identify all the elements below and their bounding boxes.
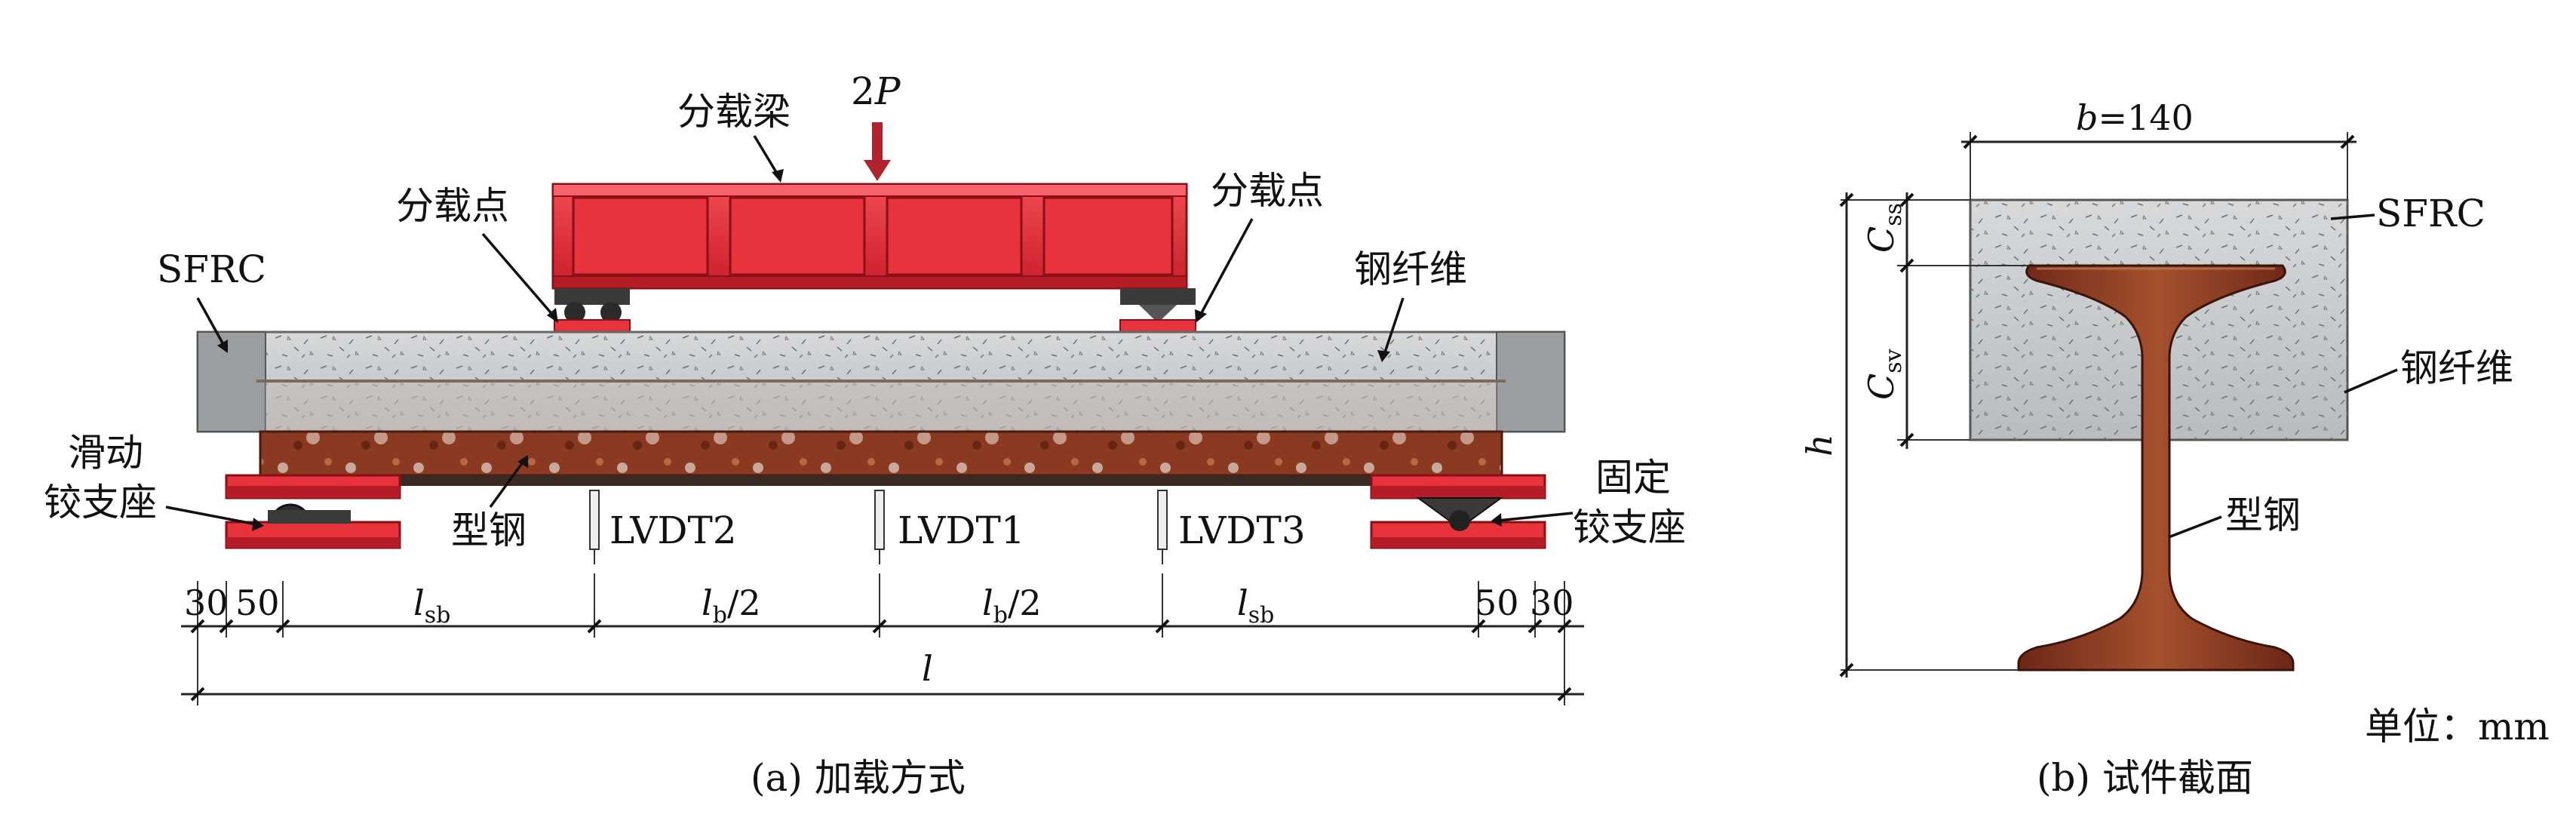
sfrc-label-a: SFRC — [157, 247, 266, 291]
dim-lb-half-left: lb/2 — [702, 582, 761, 629]
load-point-right-leader — [1198, 218, 1254, 318]
roller-support-label-2: 铰支座 — [44, 481, 157, 524]
lvdt2-gauge — [589, 490, 600, 564]
steel-section-leader-b — [2168, 515, 2222, 539]
lvdt3-gauge — [1157, 490, 1168, 564]
steel-section-label-a: 型钢 — [451, 509, 527, 552]
pin-support-arrowhead — [1491, 513, 1502, 527]
panel-b-cross-section: b=140 Css Csv h SFRC 钢纤维 型钢 (b) 试件截面 — [1799, 97, 2513, 800]
width-dimension — [1961, 132, 2356, 200]
dim-l-total: l — [922, 648, 933, 689]
roller-support-label-1: 滑动 — [68, 431, 143, 475]
dim-30-right: 30 — [1530, 582, 1574, 623]
panel-a-loading-setup: 2P — [44, 69, 1686, 800]
dimension-lines-a — [181, 573, 1584, 705]
roller-support — [225, 474, 401, 549]
load-point-right-label: 分载点 — [1211, 169, 1324, 213]
dim-50-left: 50 — [235, 582, 280, 623]
caption-b: (b) 试件截面 — [2037, 756, 2253, 800]
load-point-left-arrowhead — [547, 308, 558, 323]
roller-support-leader — [165, 506, 257, 526]
sfrc-slab — [196, 330, 1566, 433]
steel-section-label-b: 型钢 — [2225, 493, 2301, 537]
spreader-beam — [551, 183, 1188, 290]
sfrc-leader-b — [2330, 214, 2375, 220]
c-sv-label: Csv — [1861, 349, 1907, 400]
pin-support-label-1: 固定 — [1595, 456, 1671, 499]
load-point-right-arrowhead — [1195, 309, 1207, 323]
load-point-right — [1119, 288, 1196, 333]
steel-fiber-label-b: 钢纤维 — [2400, 346, 2513, 390]
load-point-left-leader — [481, 232, 556, 318]
spreader-beam-arrowhead — [772, 169, 784, 183]
pin-support-leader — [1497, 512, 1574, 522]
load-point-left — [554, 288, 631, 333]
dim-lb-half-right: lb/2 — [982, 582, 1042, 629]
load-arrow — [864, 122, 891, 181]
pin-support-label-2: 铰支座 — [1573, 506, 1686, 549]
lvdt2-label: LVDT2 — [609, 509, 737, 552]
lvdt1-gauge — [874, 490, 885, 564]
section-steel-ibeam — [2017, 264, 2295, 672]
load-point-left-label: 分载点 — [396, 184, 509, 228]
steel-fiber-leader-a — [1383, 297, 1405, 355]
h-label: h — [1799, 434, 1840, 456]
lvdt3-label: LVDT3 — [1178, 509, 1306, 552]
pin-support — [1370, 474, 1546, 549]
dim-50-right: 50 — [1475, 582, 1519, 623]
dim-lsb-right: lsb — [1237, 582, 1274, 629]
caption-a: (a) 加载方式 — [751, 756, 966, 800]
dim-30-left: 30 — [184, 582, 229, 623]
roller-support-arrowhead — [252, 518, 264, 531]
c-ss-label: Css — [1861, 203, 1907, 253]
width-label: b=140 — [2076, 97, 2194, 138]
unit-note: 单位：mm — [2365, 705, 2550, 748]
sfrc-leader-a — [196, 297, 226, 348]
steel-section-leader-a — [489, 459, 526, 509]
spreader-beam-label: 分载梁 — [677, 90, 791, 134]
sfrc-label-b: SFRC — [2376, 192, 2485, 235]
steel-section-arrowhead-a — [517, 455, 528, 468]
steel-fiber-arrowhead-a — [1377, 350, 1390, 362]
steel-fiber-label-a: 钢纤维 — [1354, 247, 1467, 291]
dim-lsb-left: lsb — [413, 582, 450, 629]
vertical-dimensions — [1839, 192, 2029, 678]
steel-section-beam — [259, 430, 1503, 486]
steel-fiber-leader-b — [2344, 368, 2398, 394]
lvdt1-label: LVDT1 — [898, 509, 1025, 552]
load-label: 2P — [851, 69, 901, 113]
sfrc-arrowhead-a — [217, 340, 228, 353]
